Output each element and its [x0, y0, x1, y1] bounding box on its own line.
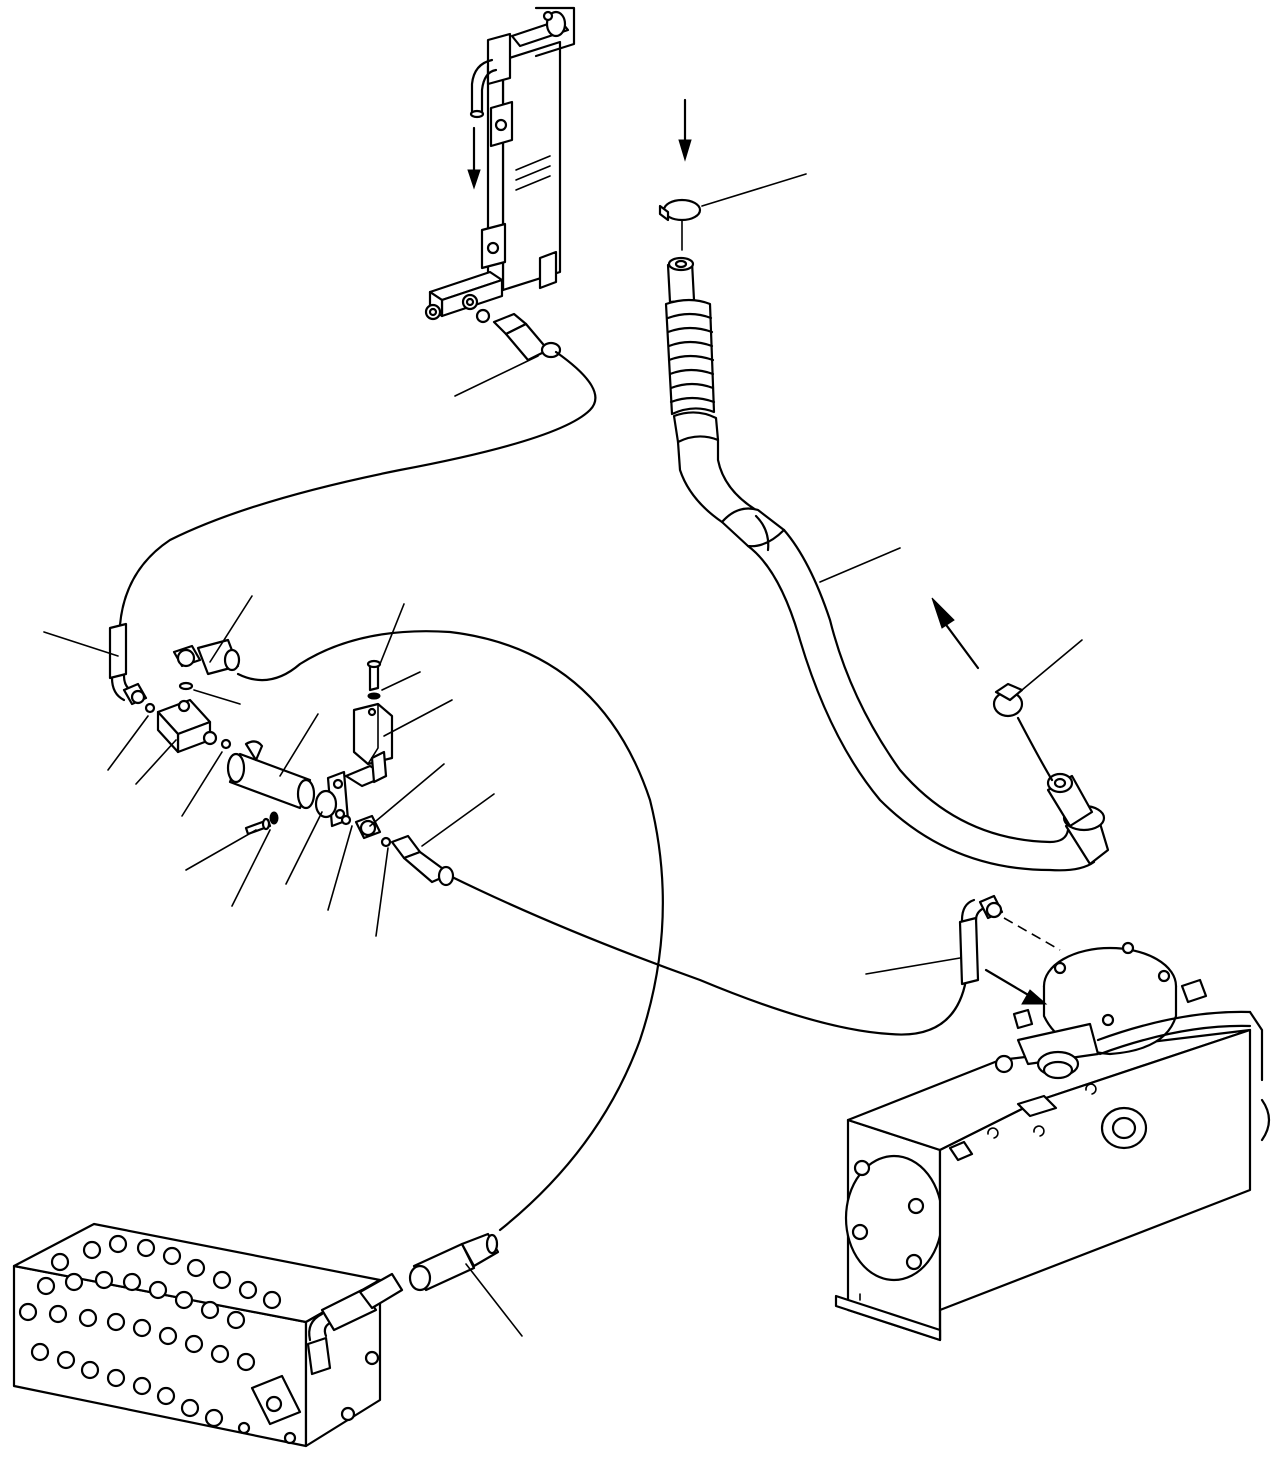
- return-hose: [118, 350, 597, 627]
- radiator-hose: [658, 98, 1110, 872]
- spool-grid: [18, 1234, 282, 1428]
- hydraulic-tank: [834, 894, 1271, 1342]
- cooler-hose-fitting: [475, 308, 562, 362]
- drain-hose: [448, 874, 968, 1036]
- oil-cooler: [424, 6, 576, 321]
- relief-valve-block: [108, 622, 455, 887]
- supply-hose: [236, 630, 664, 1232]
- leader-lines: [43, 173, 1083, 1337]
- control-valve: [12, 1222, 500, 1448]
